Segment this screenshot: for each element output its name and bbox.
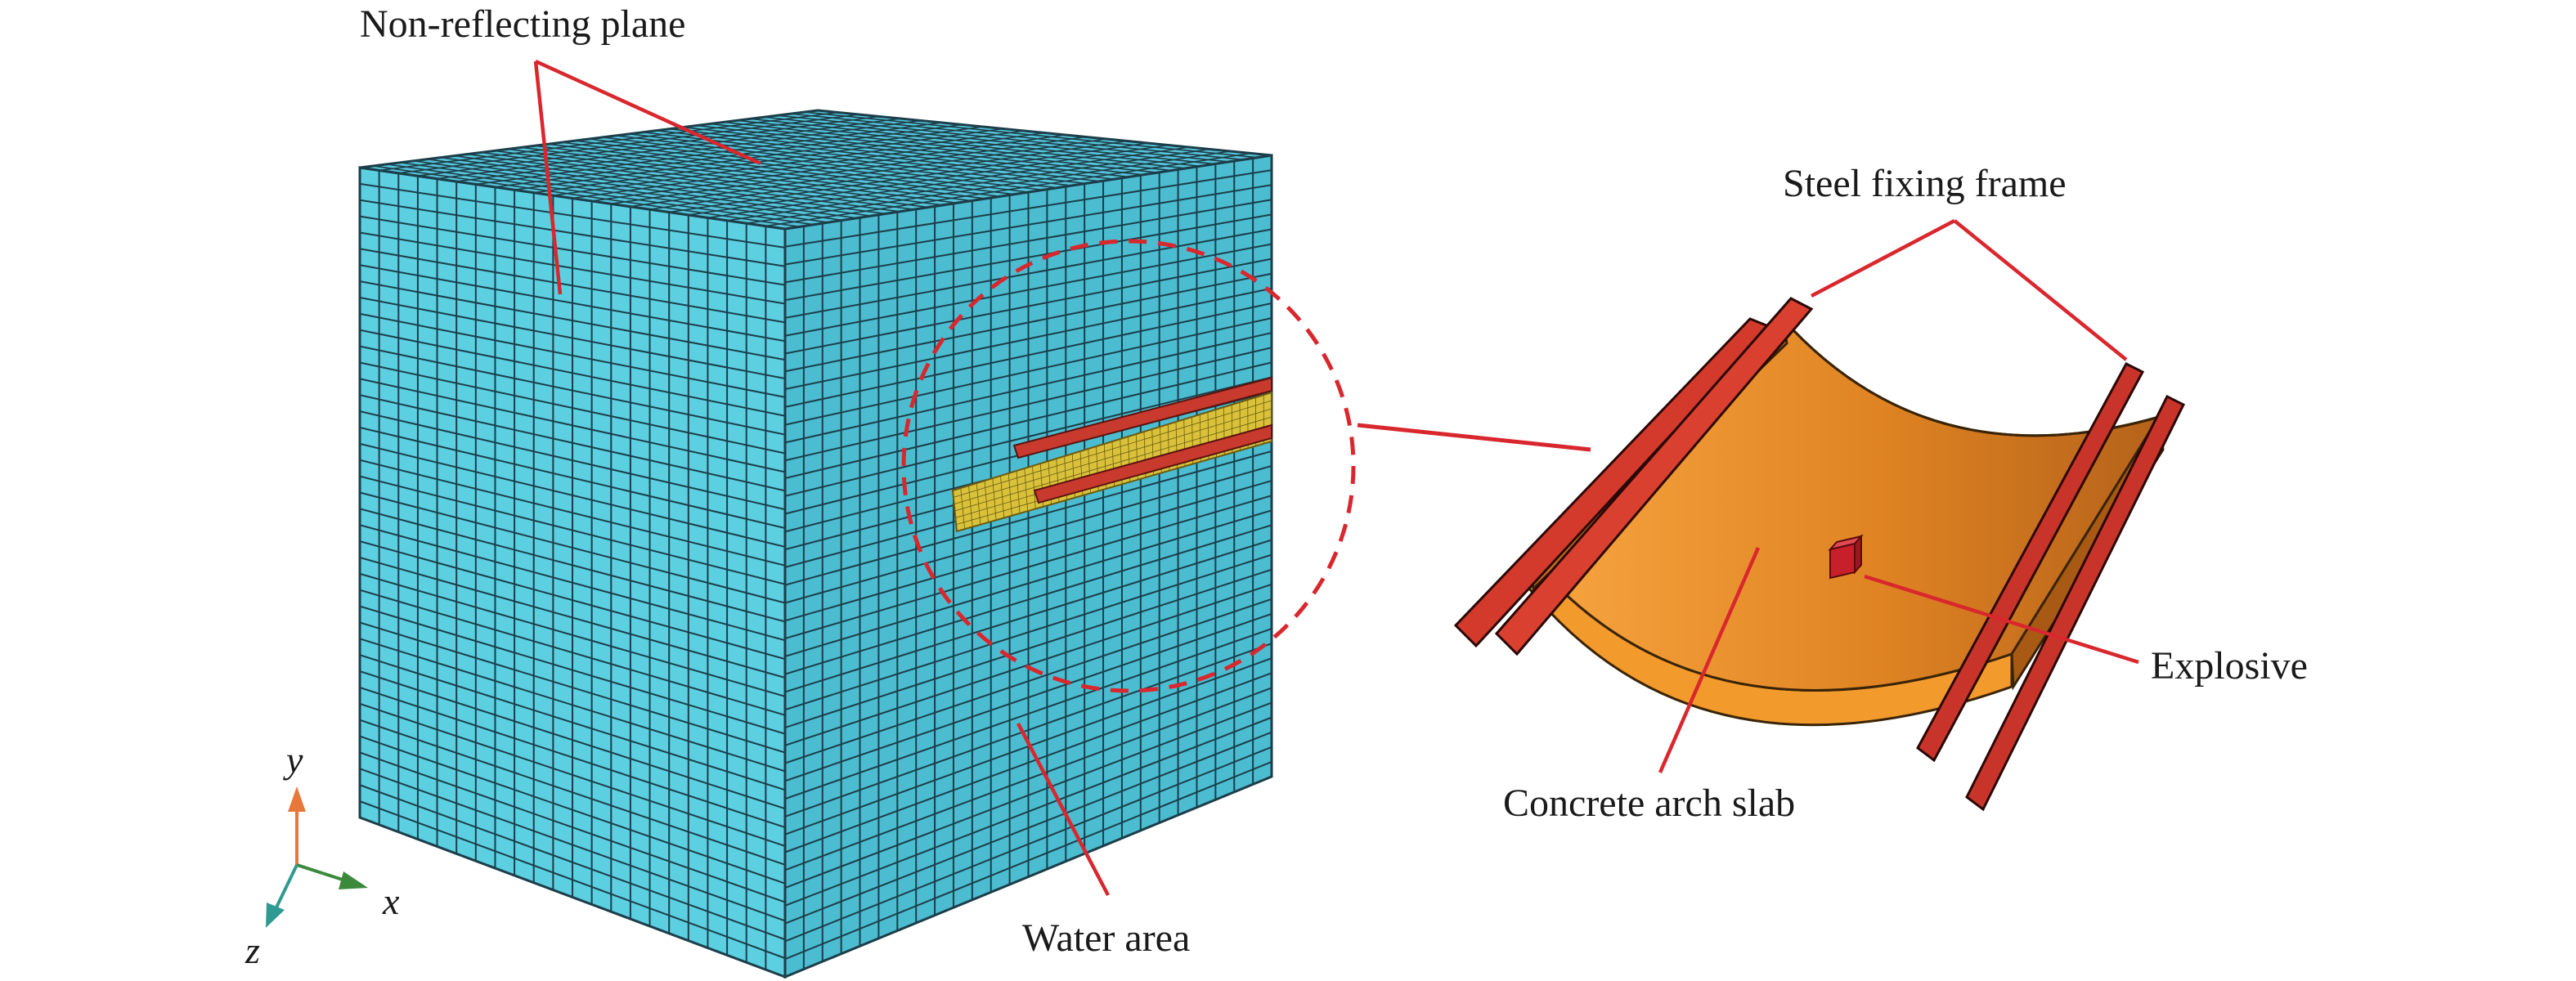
water-domain-cube (358, 109, 1273, 979)
z-axis-arrow-icon (266, 903, 285, 928)
leader-steel-frame-left (1810, 219, 1956, 298)
front-face-mesh (360, 170, 785, 970)
side-face-mesh (785, 158, 1272, 970)
zoom-circle (901, 239, 1356, 693)
steel-frame-right-outer (1965, 394, 2186, 812)
label-explosive: Explosive (2151, 644, 2308, 688)
embedded-slab-model (951, 376, 1272, 533)
leader-concrete (1658, 547, 1761, 773)
leader-steel-frame-right (1953, 219, 2128, 361)
x-axis-label: x (382, 880, 400, 922)
x-axis-arrow-icon (339, 871, 368, 889)
embedded-steel-frame-lower (1033, 423, 1272, 504)
y-axis-label: y (283, 739, 303, 781)
top-face-mesh (373, 111, 1258, 228)
explosive-charge (1828, 534, 1864, 580)
leader-lines (533, 59, 2139, 897)
label-concrete-arch-slab: Concrete arch slab (1503, 782, 1795, 825)
steel-frame-left-inner (1494, 297, 1814, 656)
embedded-steel-frame-upper (1012, 376, 1272, 459)
zoom-connector-line (1357, 423, 1591, 452)
coordinate-axes: y x z (245, 739, 400, 971)
leader-non-reflecting-front (533, 60, 563, 295)
leader-non-reflecting-top (535, 59, 761, 166)
leader-explosive (1864, 574, 2139, 665)
y-axis-arrow-icon (288, 786, 306, 812)
label-water-area: Water area (1022, 916, 1190, 960)
arch-slab-zoom (1453, 297, 2186, 812)
label-steel-fixing-frame: Steel fixing frame (1783, 162, 2067, 205)
steel-frame-right-inner (1916, 362, 2145, 763)
z-axis-label: z (245, 929, 260, 971)
z-axis-line (275, 864, 298, 908)
leader-water (1016, 722, 1110, 897)
label-non-reflecting-plane: Non-reflecting plane (360, 2, 685, 46)
x-axis-line (296, 863, 348, 883)
